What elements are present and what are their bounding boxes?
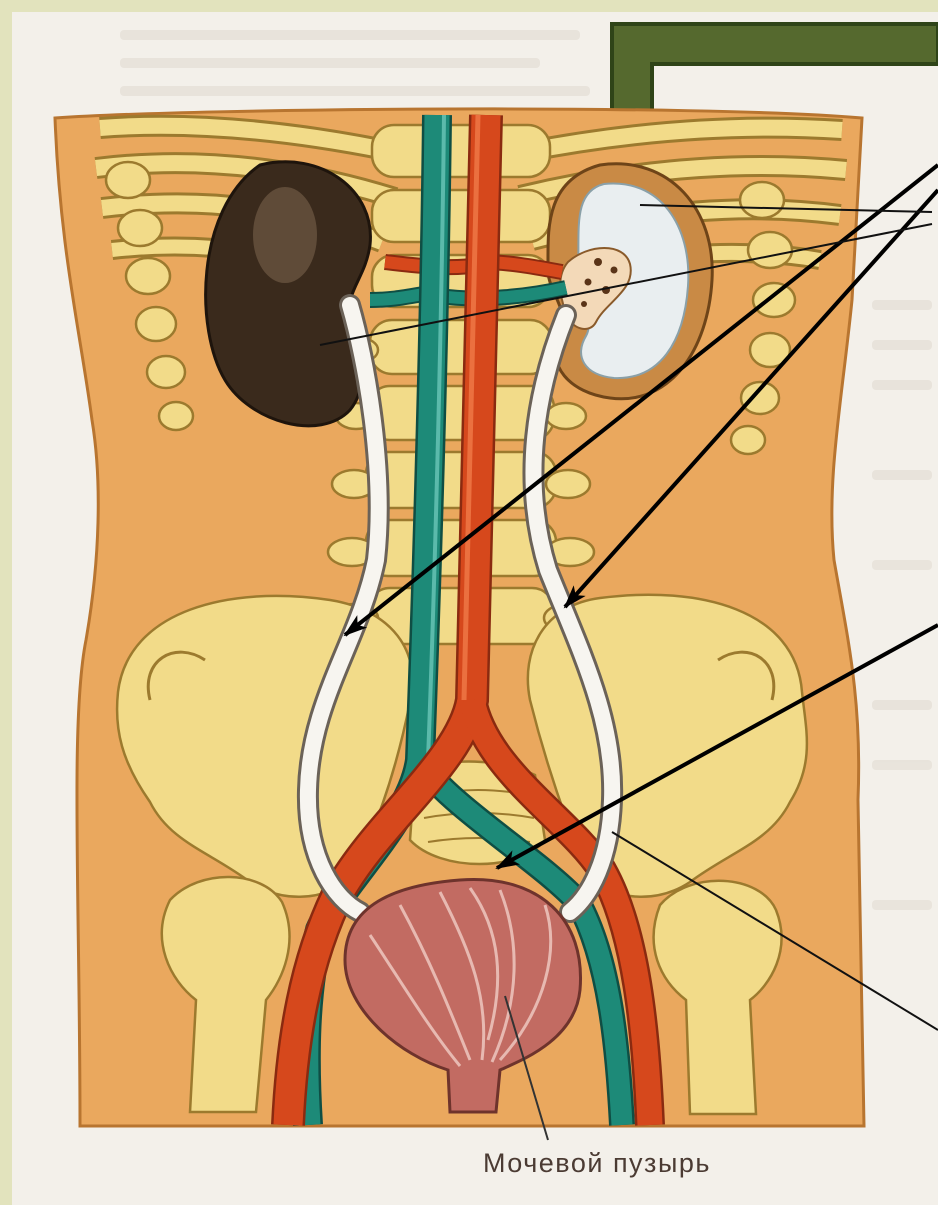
kidney-left-highlight — [253, 187, 317, 283]
bladder-label: Мочевой пузырь — [483, 1148, 711, 1178]
